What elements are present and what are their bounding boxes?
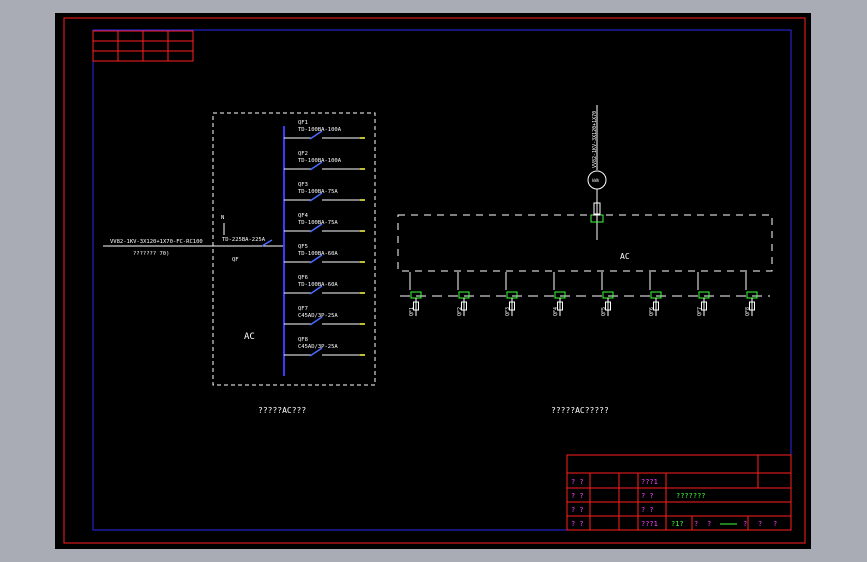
drawing-sheet — [55, 13, 811, 549]
feeder-switch-symbol — [701, 301, 707, 311]
right-panel-label: AC — [620, 252, 630, 261]
title-block-text: ? ? ???1 ? ? ? ? ? ? ? ? ? ? ???1 ??????… — [571, 478, 777, 528]
branch-model: TD-100BA-100A — [298, 158, 342, 164]
outgoing-feeder: QF7 — [697, 272, 710, 316]
feeder-label: QF5 — [601, 307, 607, 316]
branch-code: QF2 — [298, 151, 308, 157]
branch-breaker-symbol — [309, 347, 323, 357]
outgoing-feeder: QF1 — [409, 272, 422, 316]
left-panel-boundary — [212, 112, 376, 386]
branch-code: QF4 — [298, 213, 309, 219]
meter-label: kWh — [592, 178, 600, 183]
outgoing-feeder: QF3 — [505, 272, 518, 316]
feeder-label: QF2 — [457, 307, 463, 316]
title-row-1-right: ???1 — [641, 478, 658, 486]
main-breaker-code: QF — [232, 257, 239, 263]
feeder-label: QF3 — [505, 307, 511, 316]
vertical-cable-label: VV82-1KV-3X120+1X70 — [592, 111, 598, 168]
neutral-label: N — [221, 215, 224, 221]
left-panel-caption: ?????AC??? — [258, 406, 306, 415]
branch-code: QF7 — [298, 306, 308, 312]
outgoing-feeder: QF6 — [649, 272, 662, 316]
branch-code: QF1 — [298, 120, 308, 126]
incoming-cable-label: VV82-1KV-3X120+1X70-FC-RC100 — [110, 239, 203, 245]
title-bottom-2: ? — [694, 520, 698, 528]
branch-model: TD-100BA-75A — [298, 220, 338, 226]
feeder-switch-symbol — [461, 301, 467, 311]
title-row-4-right: ???1 — [641, 520, 658, 528]
outgoing-feeder: QF8 — [745, 272, 758, 316]
branch-model: TD-100BA-75A — [298, 189, 338, 195]
main-breaker-symbol — [261, 239, 273, 247]
title-bottom-5: ? — [758, 520, 762, 528]
title-row-2-right: ? ? — [641, 492, 654, 500]
title-row-4-left: ? ? — [571, 520, 584, 528]
project-name: ??????? — [676, 492, 706, 500]
branch-model: C45AD/3P-25A — [298, 313, 338, 319]
outgoing-feeders: QF1 QF2 QF3 QF4 QF5 QF6 QF7 QF8 — [409, 272, 758, 316]
title-bottom-4: ? — [743, 520, 747, 528]
branch-model: C45AD/3P-25A — [298, 344, 338, 350]
feeder-switch-symbol — [653, 301, 659, 311]
feeder-switch-symbol — [749, 301, 755, 311]
branch-code: QF5 — [298, 244, 308, 250]
branch-breaker-symbol — [309, 223, 323, 233]
title-row-3-right: ? ? — [641, 506, 654, 514]
title-row-3-left: ? ? — [571, 506, 584, 514]
left-panel-label: AC — [244, 332, 255, 342]
title-bottom-1: ?1? — [671, 520, 684, 528]
feeder-label: QF6 — [649, 307, 655, 316]
outgoing-feeder: QF2 — [457, 272, 470, 316]
main-switch-symbol — [593, 202, 601, 215]
branch-model: TD-100BA-60A — [298, 251, 338, 257]
incoming-note-label: ??????? 70) — [133, 251, 169, 257]
left-panel: VV82-1KV-3X120+1X70-FC-RC100 ??????? 70)… — [103, 112, 376, 386]
revision-table — [92, 30, 194, 62]
feeder-label: QF7 — [697, 307, 703, 316]
branch-breaker-symbol — [309, 316, 323, 326]
feeder-switch-symbol — [605, 301, 611, 311]
outgoing-feeder: QF5 — [601, 272, 614, 316]
feeder-label: QF1 — [409, 307, 415, 316]
title-bottom-6: ? — [773, 520, 777, 528]
title-block — [566, 454, 792, 531]
main-breaker-model: TD-225BA-225A — [222, 237, 266, 243]
branch-code: QF8 — [298, 337, 308, 343]
feeder-switch-symbol — [557, 301, 563, 311]
branch-breaker-symbol — [309, 161, 323, 171]
branch-breaker-symbol — [309, 285, 323, 295]
branch-breaker-symbol — [309, 130, 323, 140]
branch-breaker-symbol — [309, 254, 323, 264]
title-row-2-left: ? ? — [571, 492, 584, 500]
inner-frame — [92, 29, 792, 531]
feeder-label: QF4 — [553, 307, 559, 316]
branch-circuits: QF1TD-100BA-100AQF2TD-100BA-100AQF3TD-10… — [284, 120, 365, 357]
branch-breaker-symbol — [309, 192, 323, 202]
feeder-switch-symbol — [413, 301, 419, 311]
right-panel-boundary — [397, 214, 773, 272]
branch-model: TD-100BA-60A — [298, 282, 338, 288]
feeder-switch-symbol — [509, 301, 515, 311]
branch-code: QF3 — [298, 182, 308, 188]
feeder-label: QF8 — [745, 307, 751, 316]
branch-model: TD-100BA-100A — [298, 127, 342, 133]
title-row-1-left: ? ? — [571, 478, 584, 486]
right-panel-caption: ?????AC????? — [551, 406, 609, 415]
outer-frame — [63, 17, 806, 544]
branch-code: QF6 — [298, 275, 308, 281]
title-bottom-3: ? — [707, 520, 711, 528]
outgoing-feeder: QF4 — [553, 272, 566, 316]
